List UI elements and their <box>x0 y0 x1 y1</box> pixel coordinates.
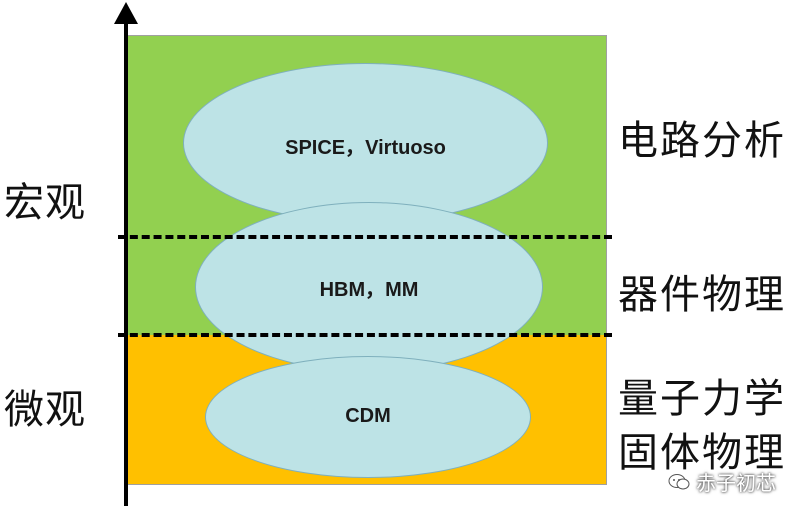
wechat-bubble-icon <box>668 473 690 489</box>
micro-label: 微观 <box>4 387 86 433</box>
vertical-axis <box>124 14 128 506</box>
ellipse-label-hbm-mm: HBM，MM <box>319 279 419 301</box>
label-circuit-analysis: 电路分析 <box>618 118 786 164</box>
ellipse-label-spice: SPICE，Virtuoso <box>285 137 446 159</box>
ellipse-hbm-mm <box>195 202 543 372</box>
watermark: 赤子初芯 <box>668 467 776 496</box>
ellipse-cdm <box>205 356 531 478</box>
ellipse-label-cdm: CDM <box>345 405 391 427</box>
macro-label: 宏观 <box>4 180 86 226</box>
label-quantum-mechanics: 量子力学 <box>618 376 786 422</box>
divider-upper <box>118 235 612 239</box>
axis-arrow-icon <box>114 2 138 24</box>
label-device-physics: 器件物理 <box>618 272 786 318</box>
watermark-text: 赤子初芯 <box>696 471 776 495</box>
divider-lower <box>118 333 612 337</box>
label-solid-state-physics: 固体物理 <box>618 430 786 476</box>
